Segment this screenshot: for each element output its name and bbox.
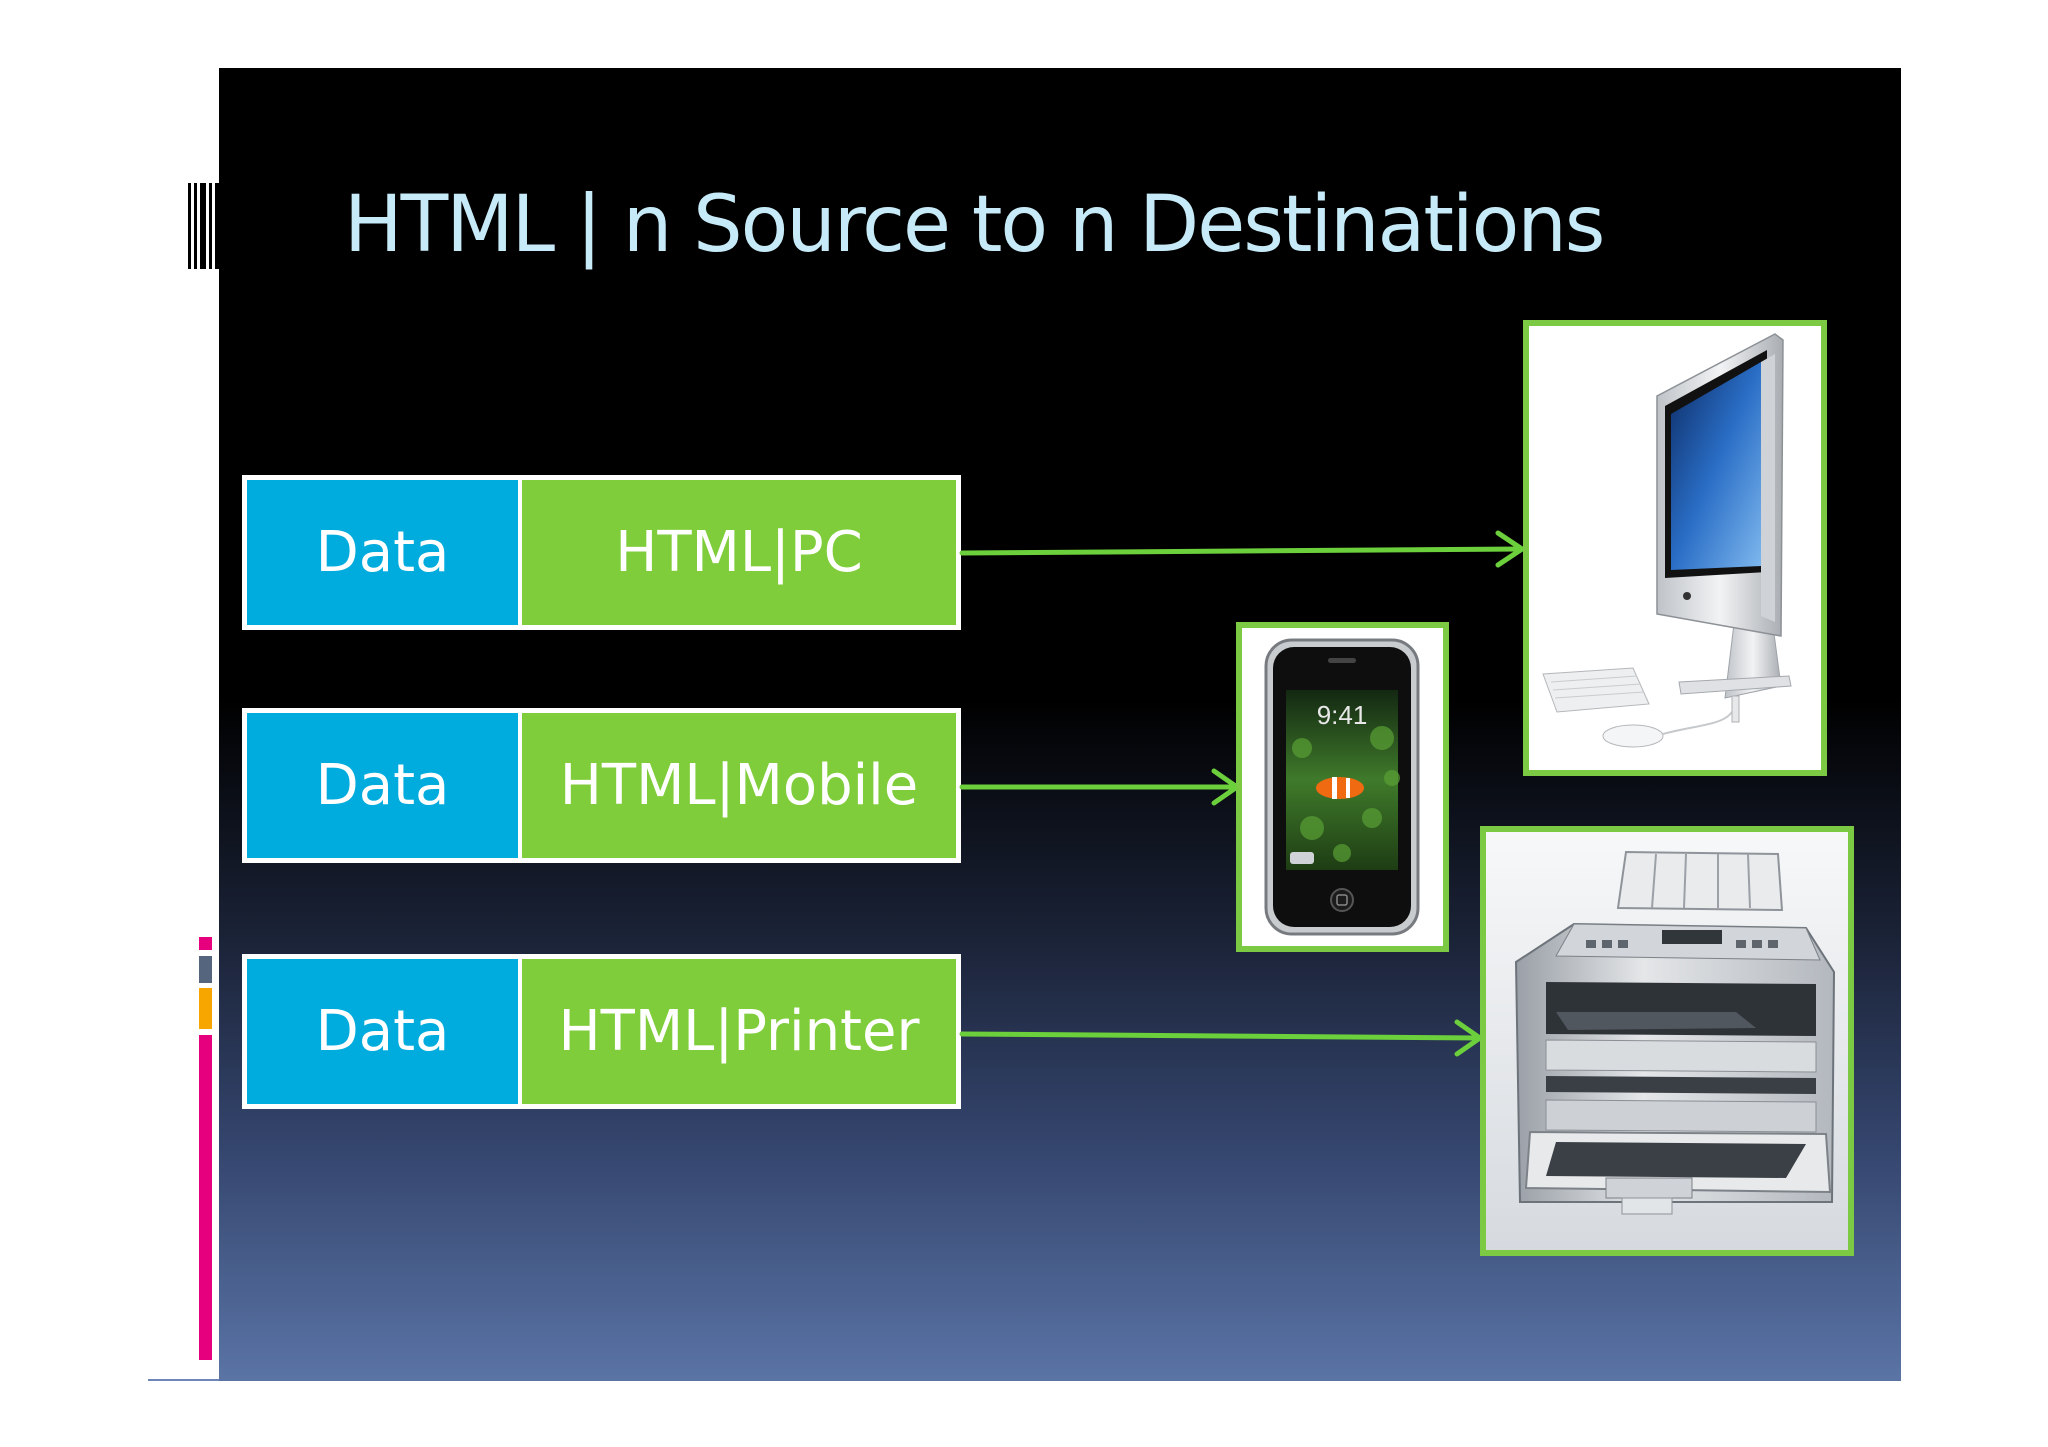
data-box: Data — [242, 954, 518, 1109]
source-row-pc: Data HTML|PC — [242, 475, 961, 630]
desktop-computer-icon — [1542, 333, 1792, 748]
arrow-to-printer — [959, 1031, 1483, 1041]
source-row-mobile: Data HTML|Mobile — [242, 708, 961, 863]
arrowhead-pc — [1495, 530, 1525, 568]
arrow-to-pc — [959, 546, 1525, 556]
pc-image-frame — [1523, 320, 1827, 776]
html-box: HTML|PC — [518, 475, 961, 630]
accent-bar-pink-top — [199, 937, 212, 950]
accent-bar-pink-long — [199, 1035, 212, 1360]
accent-bar-orange — [199, 988, 212, 1029]
smartphone-icon: 9:41 — [1264, 638, 1420, 936]
accent-bar-gray — [199, 956, 212, 983]
printer-image-frame — [1480, 826, 1854, 1256]
source-row-printer: Data HTML|Printer — [242, 954, 961, 1109]
printer-icon — [1486, 832, 1848, 1250]
html-box: HTML|Printer — [518, 954, 961, 1109]
mobile-image-frame: 9:41 — [1236, 622, 1449, 952]
slide-title: HTML | n Source to n Destinations — [344, 180, 1605, 270]
phone-clock: 9:41 — [1317, 700, 1368, 730]
footer-rule — [148, 1379, 219, 1381]
data-box: Data — [242, 708, 518, 863]
title-barcode-decoration — [188, 183, 219, 269]
html-box: HTML|Mobile — [518, 708, 961, 863]
data-box: Data — [242, 475, 518, 630]
